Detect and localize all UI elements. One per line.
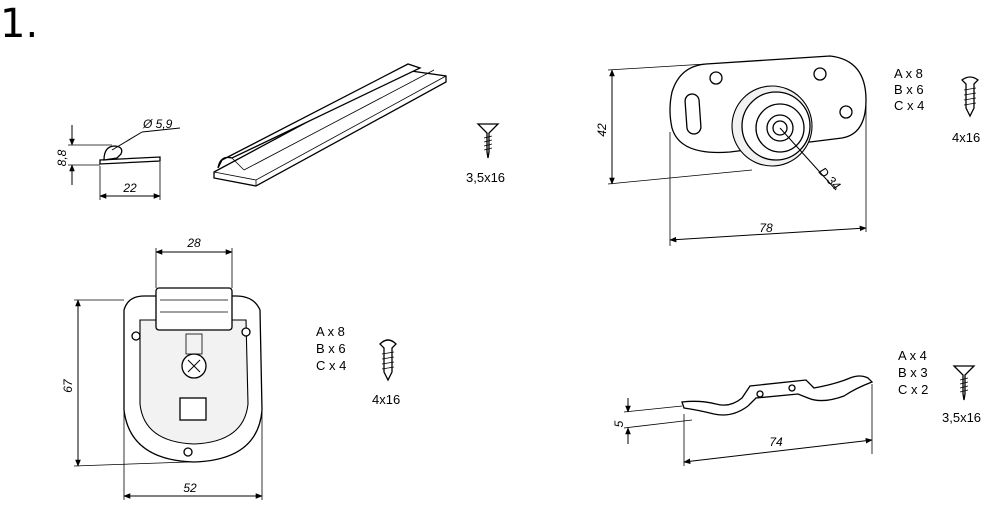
parts-list-item: B x 6: [894, 82, 924, 97]
rail-screw-size: 3,5x16: [466, 170, 505, 185]
screw-icon: [379, 339, 397, 382]
wheel-height-dim: 42: [595, 123, 609, 137]
rail-piece: [213, 63, 447, 187]
parts-list-item: A x 4: [898, 348, 927, 363]
rail-height-dim: 8,8: [55, 149, 69, 166]
stopper-plate: 5 74: [612, 375, 874, 466]
wheel-screw-size: 4x16: [952, 130, 980, 145]
parts-list-item: C x 2: [898, 382, 928, 397]
screw-icon: [476, 123, 500, 159]
screw-icon: [952, 365, 976, 401]
wheel-width-dim: 78: [759, 221, 773, 235]
wheel-parts-list: A x 8 B x 6 C x 4: [894, 66, 924, 113]
rail-diameter-dim: Ø 5,9: [142, 117, 173, 131]
parts-list-item: B x 3: [898, 365, 928, 380]
step-number: 1.: [0, 1, 39, 47]
guide-height-dim: 67: [61, 378, 75, 393]
stopper-screw-size: 3,5x16: [942, 410, 981, 425]
screw-icon: [961, 76, 979, 118]
wheel-carrier: 42 D 34 78: [595, 55, 867, 246]
rail-profile: 8,8 Ø 5,9 22: [55, 117, 181, 200]
guide-top-width-dim: 28: [186, 236, 201, 250]
parts-list-item: C x 4: [894, 98, 924, 113]
parts-list-item: B x 6: [316, 341, 346, 356]
parts-list-item: C x 4: [316, 358, 346, 373]
rail-width-dim: 22: [122, 181, 137, 195]
parts-list-item: A x 8: [316, 324, 345, 339]
wheel-diameter-dim: D 34: [816, 164, 844, 192]
parts-list-item: A x 8: [894, 66, 923, 81]
stopper-height-dim: 5: [612, 420, 626, 427]
guide-screw-size: 4x16: [372, 392, 400, 407]
guide-width-dim: 52: [183, 481, 197, 495]
stopper-parts-list: A x 4 B x 3 C x 2: [898, 348, 928, 397]
guide-parts-list: A x 8 B x 6 C x 4: [316, 324, 346, 373]
stopper-width-dim: 74: [769, 435, 783, 449]
floor-guide: 28 67 52: [61, 236, 263, 500]
